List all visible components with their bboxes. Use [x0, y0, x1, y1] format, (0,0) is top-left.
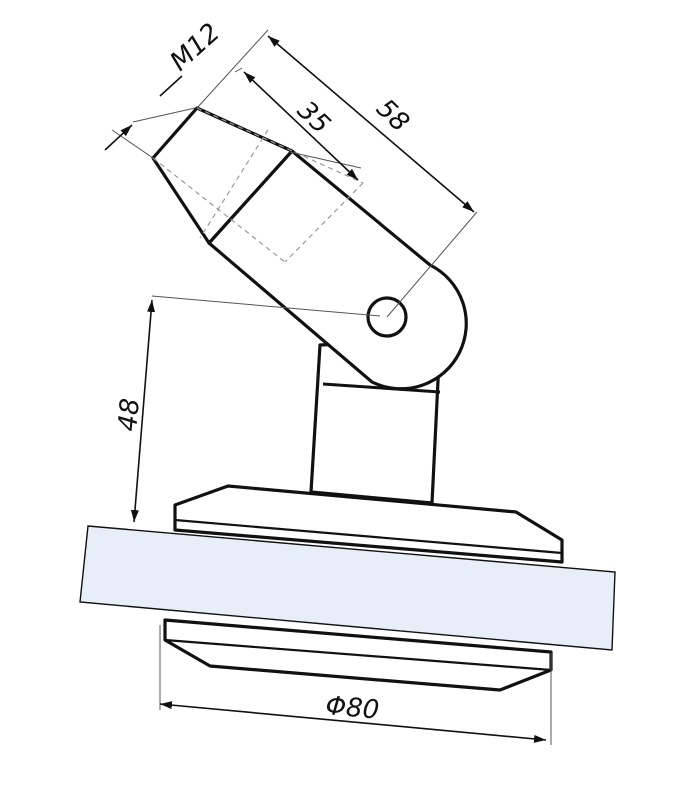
glass-panel [79, 525, 616, 651]
dim-line-35 [243, 71, 359, 181]
upper-clamp-edge [174, 518, 563, 555]
dim-line-m12-ext [159, 75, 183, 97]
upper-clamp-disc [173, 484, 564, 564]
dim-label-m12: M12 [165, 18, 226, 77]
post-collar-line [322, 382, 441, 394]
dim-label-80: Φ80 [324, 691, 380, 726]
dim-line-58 [267, 35, 475, 213]
dim-line-48 [130, 299, 156, 523]
lower-clamp-edge [164, 638, 552, 672]
dim-line-80 [159, 701, 547, 743]
dim-line-m12 [104, 124, 133, 151]
dim-label-58: 58 [370, 93, 415, 138]
dim-label-48: 48 [113, 397, 146, 433]
dim-label-35: 35 [291, 95, 336, 140]
